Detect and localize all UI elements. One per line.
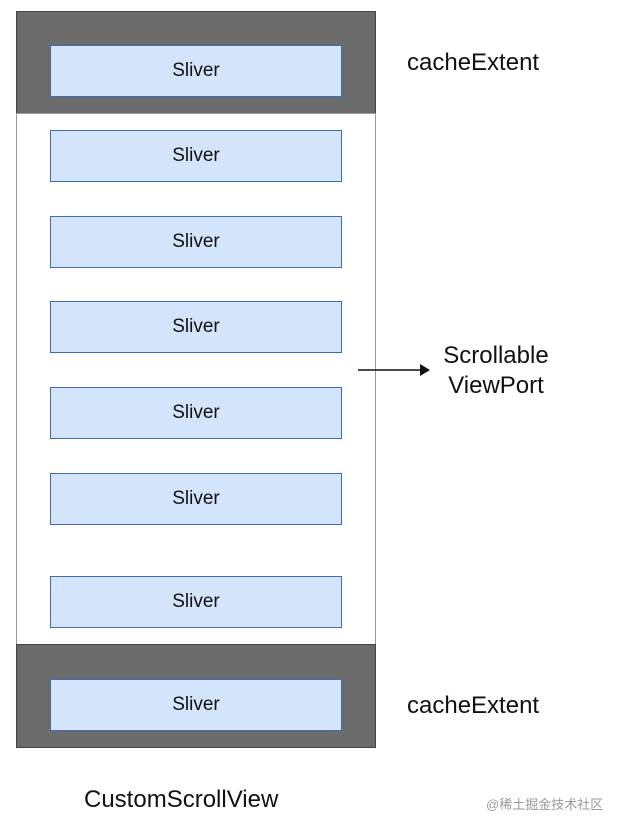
scrollable-viewport-label-line2: ViewPort	[448, 372, 544, 399]
sliver-viewport-3: Sliver	[50, 301, 342, 353]
sliver-viewport-6: Sliver	[50, 576, 342, 628]
cache-extent-bottom-label: cacheExtent	[407, 692, 540, 719]
watermark: @稀土掘金技术社区	[486, 797, 604, 812]
scrollable-viewport-label-line1: Scrollable	[443, 342, 549, 369]
diagram-title: CustomScrollView	[84, 786, 279, 813]
sliver-viewport-4: Sliver	[50, 387, 342, 439]
sliver-viewport-5: Sliver	[50, 473, 342, 525]
sliver-viewport-1: Sliver	[50, 130, 342, 182]
arrow-right-icon	[358, 364, 430, 376]
scrollable-viewport-label: Scrollable ViewPort	[428, 341, 564, 401]
cache-extent-top-label: cacheExtent	[407, 49, 540, 76]
sliver-viewport-2: Sliver	[50, 216, 342, 268]
sliver-cache-bottom: Sliver	[50, 679, 342, 731]
sliver-cache-top: Sliver	[50, 45, 342, 97]
scrollable-viewport-region	[16, 113, 376, 645]
